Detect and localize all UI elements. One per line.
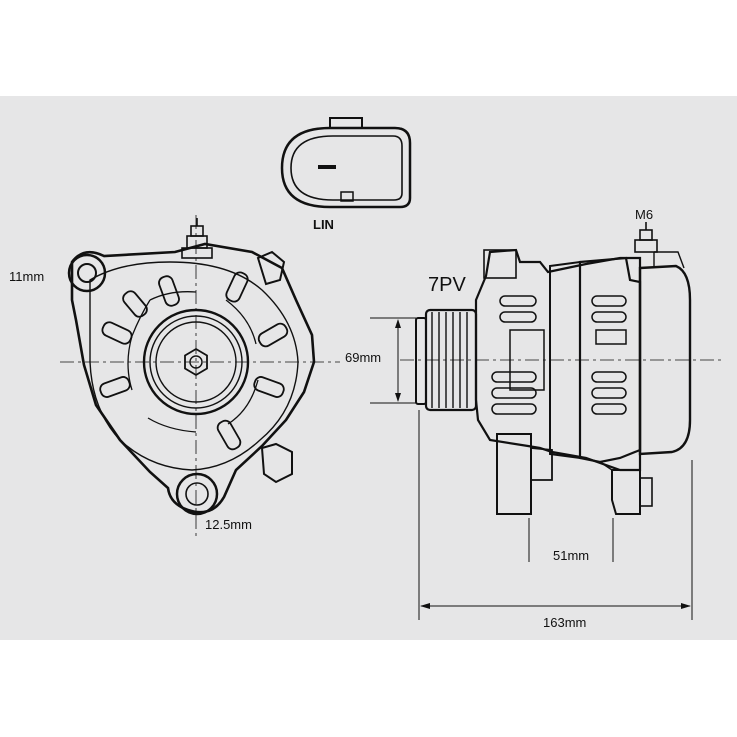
- dimension-lines: [370, 317, 693, 620]
- lin-label: LIN: [313, 217, 334, 232]
- alternator-front-view: [60, 215, 340, 540]
- pulley-diameter-label: 69mm: [345, 350, 381, 365]
- m6-stud-label: M6: [635, 207, 653, 222]
- pulley-type-label: 7PV: [428, 274, 466, 296]
- mount-top-label: 11mm: [9, 269, 44, 284]
- diagram-background: [0, 96, 737, 640]
- lin-connector-drawing: [280, 117, 412, 209]
- mount-bottom-label: 12.5mm: [205, 517, 252, 532]
- total-length-label: 163mm: [543, 615, 586, 630]
- alternator-side-view: [400, 222, 723, 515]
- rear-length-label: 51mm: [553, 548, 589, 563]
